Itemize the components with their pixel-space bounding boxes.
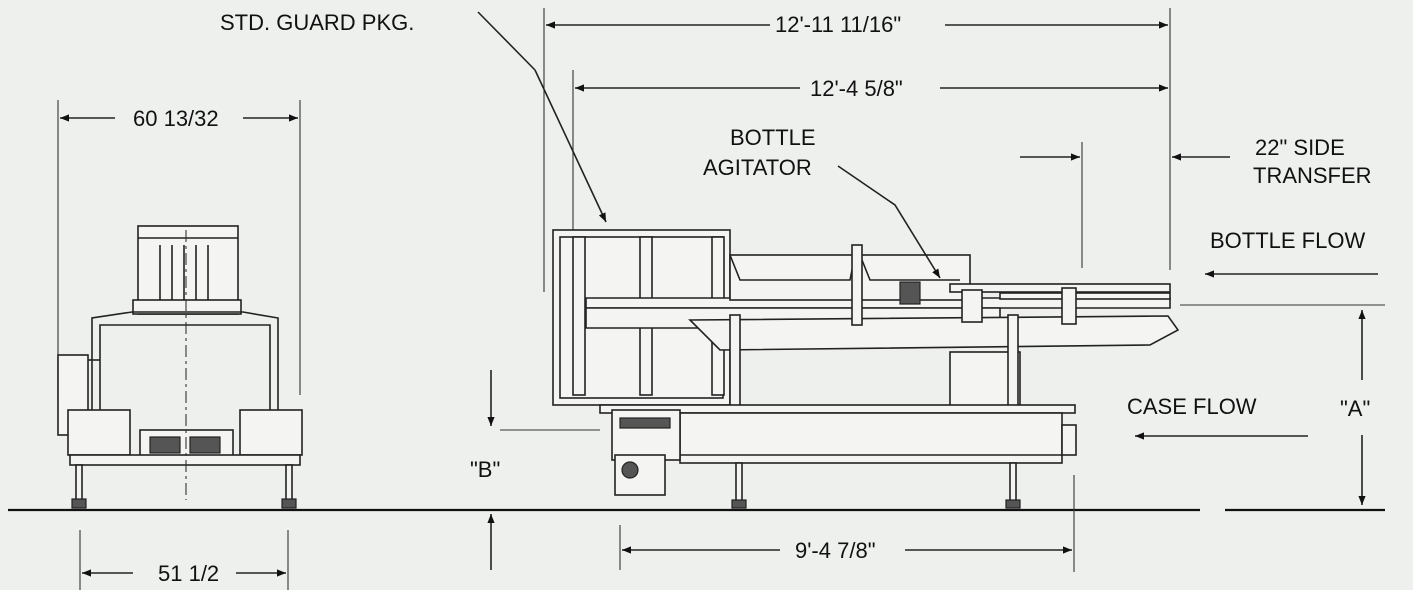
side-view [477,8,1385,572]
bottle-agitator-label-line2: AGITATOR [703,155,812,180]
side-transfer-label-line1: 22" SIDE [1255,135,1345,160]
guard-pkg-label: STD. GUARD PKG. [220,10,414,35]
side-transfer-label-line2: TRANSFER [1253,163,1372,188]
case-flow-label: CASE FLOW [1127,394,1257,419]
overall-length-label: 12'-11 11/16" [775,12,901,37]
base-length-label: 9'-4 7/8" [795,538,876,563]
frame-length-label: 12'-4 5/8" [810,76,903,101]
end-view [57,100,303,590]
end-width-top-label: 60 13/32 [133,106,219,131]
bottle-flow-label: BOTTLE FLOW [1210,228,1365,253]
dim-a-label: "A" [1340,396,1370,421]
bottle-agitator-label-line1: BOTTLE [730,125,816,150]
end-width-bottom-label: 51 1/2 [158,561,219,586]
dim-b-label: "B" [470,457,500,482]
